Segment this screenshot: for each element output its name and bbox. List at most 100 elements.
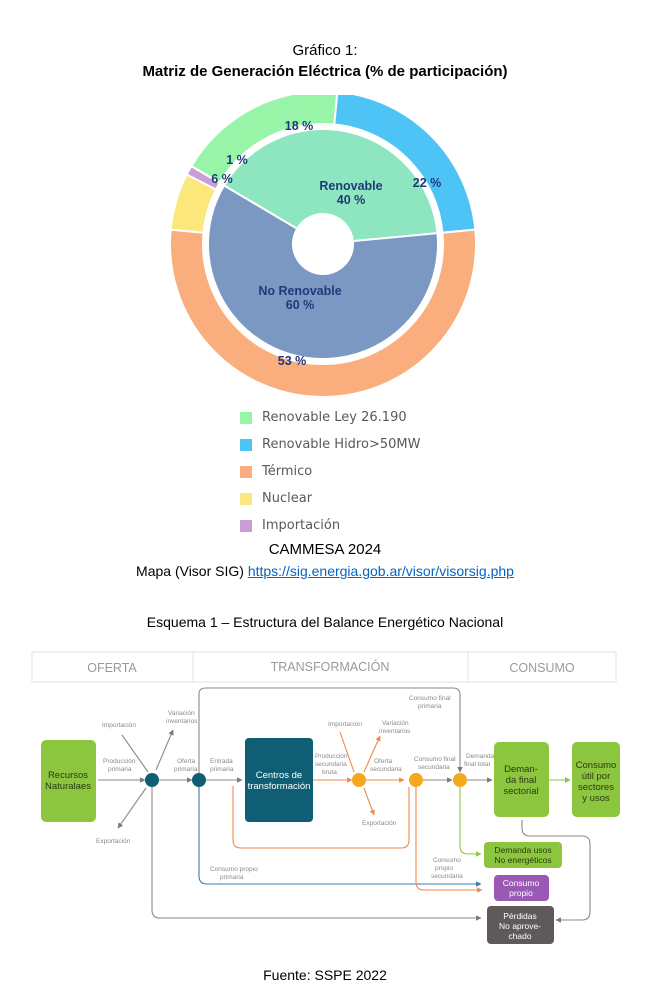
legend-item: Importación xyxy=(240,512,420,539)
chart-source: CAMMESA 2024 xyxy=(268,541,382,558)
inner-name-1: No Renovable xyxy=(258,284,341,298)
scheme-header: OFERTA TRANSFORMACIÓN CONSUMO xyxy=(31,651,617,683)
svg-text:Consumo: Consumo xyxy=(576,760,617,771)
svg-text:Oferta: Oferta xyxy=(177,758,195,765)
box-consumo-propio: Consumo propio xyxy=(494,875,549,901)
box-consumo-util: Consumo útil por sectores y usos xyxy=(572,742,620,817)
header-oferta: OFERTA xyxy=(87,661,137,675)
svg-text:No aprove-: No aprove- xyxy=(499,921,541,931)
legend-item: Renovable Hidro>50MW xyxy=(240,431,420,458)
svg-text:Consumo final: Consumo final xyxy=(409,695,451,702)
legend-swatch xyxy=(240,519,252,532)
svg-text:sectorial: sectorial xyxy=(503,786,538,797)
svg-text:bruta: bruta xyxy=(322,769,337,776)
map-prefix: Mapa (Visor SIG) xyxy=(136,563,248,579)
svg-text:Demanda: Demanda xyxy=(466,753,495,760)
green-flow-lines xyxy=(459,777,571,857)
outer-label-2: 53 % xyxy=(278,354,307,368)
svg-text:final total: final total xyxy=(464,761,491,768)
legend-label: Térmico xyxy=(262,464,313,479)
svg-text:Centros de: Centros de xyxy=(256,770,302,781)
svg-text:primaria: primaria xyxy=(220,874,244,881)
legend-label: Importación xyxy=(262,518,341,533)
header-consumo: CONSUMO xyxy=(509,661,575,675)
svg-text:Variación: Variación xyxy=(168,710,195,717)
node-entrada xyxy=(192,773,206,787)
legend-swatch xyxy=(240,465,252,478)
legend-item: Térmico xyxy=(240,458,420,485)
chart-title: Matriz de Generación Eléctrica (% de par… xyxy=(142,63,508,80)
svg-text:Pérdidas: Pérdidas xyxy=(503,911,537,921)
legend-item: Nuclear xyxy=(240,485,420,512)
svg-text:Exportación: Exportación xyxy=(362,820,397,827)
svg-text:Naturalaes: Naturalaes xyxy=(45,781,91,792)
legend-swatch xyxy=(240,438,252,451)
svg-text:inventarios: inventarios xyxy=(166,718,198,725)
outer-ring-slice-4 xyxy=(185,164,222,191)
box-centros-transformacion: Centros de transformación xyxy=(245,738,313,822)
svg-text:Consumo: Consumo xyxy=(503,878,540,888)
node-produccion-secundaria xyxy=(352,773,366,787)
flow-lines xyxy=(98,687,591,923)
svg-text:inventarios: inventarios xyxy=(379,728,411,735)
outer-label-4: 1 % xyxy=(226,153,248,167)
svg-text:primaria: primaria xyxy=(108,766,132,773)
scheme-title: Esquema 1 – Estructura del Balance Energ… xyxy=(146,614,504,630)
outer-ring-slice-2 xyxy=(170,228,477,398)
svg-text:Entrada: Entrada xyxy=(210,758,233,765)
svg-text:Consumo final: Consumo final xyxy=(414,756,456,763)
legend-label: Nuclear xyxy=(262,491,313,506)
outer-label-1: 22 % xyxy=(413,176,442,190)
svg-text:Producción: Producción xyxy=(103,758,136,765)
svg-text:Importación: Importación xyxy=(328,721,362,728)
svg-text:secundaria: secundaria xyxy=(315,761,347,768)
blue-flow-lines xyxy=(198,787,482,887)
svg-text:Consumo propio: Consumo propio xyxy=(210,866,258,873)
svg-text:secundaria: secundaria xyxy=(418,764,450,771)
chart-caption: Gráfico 1: xyxy=(292,42,358,59)
outer-label-0: 18 % xyxy=(285,119,314,133)
svg-text:Importación: Importación xyxy=(102,722,136,729)
node-oferta-secundaria xyxy=(409,773,423,787)
legend-item: Renovable Ley 26.190 xyxy=(240,404,420,431)
svg-text:Variación: Variación xyxy=(382,720,409,727)
svg-text:No energéticos: No energéticos xyxy=(494,855,551,865)
box-demanda-no-energeticos: Demanda usos No energéticos xyxy=(484,842,562,868)
svg-text:secundaria: secundaria xyxy=(431,873,463,880)
legend-label: Renovable Ley 26.190 xyxy=(262,410,407,425)
inner-name-0: Renovable xyxy=(319,179,382,193)
svg-text:Producción: Producción xyxy=(315,753,348,760)
legend-swatch xyxy=(240,492,252,505)
flow-labels: Importación Variación inventarios Produc… xyxy=(96,695,495,881)
scheme-source: Fuente: SSPE 2022 xyxy=(263,967,387,983)
box-recursos-naturales: Recursos Naturalaes xyxy=(41,740,96,822)
box-perdidas: Pérdidas No aprove- chado xyxy=(487,906,554,944)
svg-text:primaria: primaria xyxy=(210,766,234,773)
svg-text:propio: propio xyxy=(509,888,533,898)
svg-text:Exportación: Exportación xyxy=(96,838,131,845)
legend-swatch xyxy=(240,411,252,424)
node-oferta xyxy=(145,773,159,787)
svg-text:Consumo: Consumo xyxy=(433,857,461,864)
svg-text:útil por: útil por xyxy=(582,771,611,782)
map-link[interactable]: https://sig.energia.gob.ar/visor/visorsi… xyxy=(247,563,514,579)
node-demanda-final-total xyxy=(453,773,467,787)
svg-text:propio: propio xyxy=(435,865,453,872)
orange-flow-lines xyxy=(232,731,483,893)
inner-label-1: 60 % xyxy=(286,298,315,312)
map-line: Mapa (Visor SIG) https://sig.energia.gob… xyxy=(0,563,650,579)
svg-text:chado: chado xyxy=(508,931,531,941)
box-demanda-final-sectorial: Deman- da final sectorial xyxy=(494,742,549,817)
legend-label: Renovable Hidro>50MW xyxy=(262,437,421,452)
svg-text:Oferta: Oferta xyxy=(374,758,392,765)
flow-nodes xyxy=(145,773,467,787)
outer-ring xyxy=(170,95,477,398)
svg-text:y usos: y usos xyxy=(582,793,610,804)
svg-text:transformación: transformación xyxy=(248,781,311,792)
inner-ring xyxy=(207,128,439,360)
svg-text:secundaria: secundaria xyxy=(370,766,402,773)
outer-label-3: 6 % xyxy=(211,172,233,186)
